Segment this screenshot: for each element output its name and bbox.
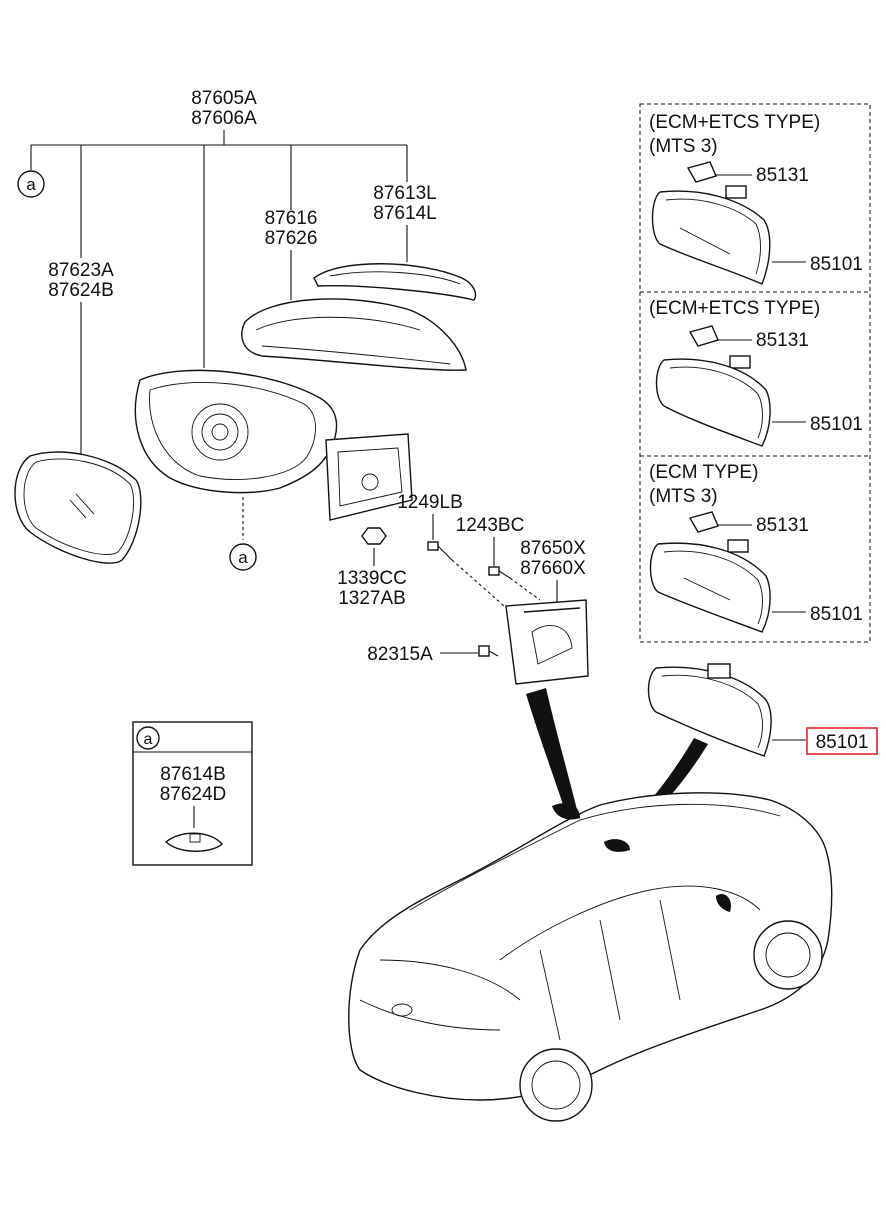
screw-1243-part[interactable] bbox=[488, 566, 511, 579]
svg-text:a: a bbox=[144, 731, 153, 748]
inset-part[interactable] bbox=[164, 832, 223, 852]
variant-box-1: (ECM+ETCS TYPE) (MTS 3) 85131 85101 bbox=[649, 112, 863, 285]
grommet-part[interactable] bbox=[478, 645, 499, 657]
inside-mirror-part[interactable] bbox=[647, 663, 772, 757]
variant-1-cover-part-shape[interactable] bbox=[686, 161, 747, 199]
variant-3-type-line2: (MTS 3) bbox=[649, 486, 718, 507]
label-grommet[interactable]: 82315A bbox=[367, 644, 433, 665]
callout-a-top[interactable]: a bbox=[17, 170, 45, 198]
variant-3-mirror-part[interactable]: 85101 bbox=[810, 604, 863, 625]
variant-3-cover-part-shape[interactable] bbox=[688, 511, 749, 553]
label-screw-1249[interactable]: 1249LB bbox=[397, 492, 463, 513]
variant-2-mirror-shape[interactable] bbox=[655, 358, 771, 447]
assy-leader-tree: 87605A 87606A bbox=[30, 88, 408, 368]
variant-box-2: (ECM+ETCS TYPE) 85131 85101 bbox=[649, 298, 863, 447]
variant-panel: (ECM+ETCS TYPE) (MTS 3) 85131 85101 (ECM… bbox=[639, 103, 871, 643]
label-cover-b[interactable]: 87626 bbox=[265, 228, 318, 249]
label-lamp-b[interactable]: 87614L bbox=[373, 203, 436, 224]
screw-1249-part[interactable] bbox=[427, 541, 453, 561]
svg-text:a: a bbox=[238, 548, 248, 567]
variant-3-cover-part[interactable]: 85131 bbox=[756, 515, 809, 536]
variant-1-type-line1: (ECM+ETCS TYPE) bbox=[649, 112, 820, 133]
variant-box-3: (ECM TYPE) (MTS 3) 85131 85101 bbox=[649, 462, 863, 633]
label-nut-b[interactable]: 1327AB bbox=[338, 588, 406, 609]
vehicle-illustration bbox=[348, 792, 833, 1122]
variant-1-type-line2: (MTS 3) bbox=[649, 136, 718, 157]
mirror-housing-part[interactable] bbox=[134, 369, 338, 494]
label-bracket-a[interactable]: 87650X bbox=[520, 538, 586, 559]
variant-2-cover-part[interactable]: 85131 bbox=[756, 330, 809, 351]
callout-a-bottom[interactable]: a bbox=[229, 543, 257, 571]
variant-2-cover-part-shape[interactable] bbox=[688, 325, 751, 369]
highlight-box bbox=[806, 727, 878, 755]
label-mirror-glass-a[interactable]: 87623A bbox=[48, 260, 114, 281]
variant-1-cover-part[interactable]: 85131 bbox=[756, 165, 809, 186]
variant-1-mirror-part[interactable]: 85101 bbox=[810, 254, 863, 275]
mirror-cover-part[interactable] bbox=[241, 298, 467, 371]
label-assy-a[interactable]: 87605A bbox=[191, 88, 257, 109]
label-cover-a[interactable]: 87616 bbox=[265, 208, 318, 229]
inset-callout-a[interactable]: a bbox=[136, 726, 160, 750]
mirror-glass-part[interactable] bbox=[14, 451, 142, 564]
label-lamp-a[interactable]: 87613L bbox=[373, 183, 436, 204]
variant-3-mirror-shape[interactable] bbox=[649, 542, 771, 633]
variant-2-mirror-part[interactable]: 85101 bbox=[810, 414, 863, 435]
label-mirror-glass-b[interactable]: 87624B bbox=[48, 280, 114, 301]
inset-box-a: a 87614B 87624D bbox=[132, 721, 253, 866]
nut-part[interactable] bbox=[361, 527, 387, 566]
side-lamp-part[interactable] bbox=[313, 263, 477, 301]
variant-2-type-line1: (ECM+ETCS TYPE) bbox=[649, 298, 820, 319]
label-inner-mirror-highlight[interactable]: 85101 bbox=[816, 732, 869, 753]
mounting-plate-part[interactable] bbox=[325, 433, 413, 521]
label-bracket-b[interactable]: 87660X bbox=[520, 558, 586, 579]
variant-3-type-line1: (ECM TYPE) bbox=[649, 462, 758, 483]
label-screw-1243[interactable]: 1243BC bbox=[456, 515, 525, 536]
variant-1-mirror-shape[interactable] bbox=[651, 190, 771, 285]
label-inset-part-b[interactable]: 87624D bbox=[160, 784, 227, 805]
label-inset-part-a[interactable]: 87614B bbox=[160, 764, 226, 785]
label-nut-a[interactable]: 1339CC bbox=[337, 568, 407, 589]
bracket-part[interactable] bbox=[505, 599, 589, 685]
label-assy-b[interactable]: 87606A bbox=[191, 108, 257, 129]
svg-text:a: a bbox=[26, 175, 36, 194]
